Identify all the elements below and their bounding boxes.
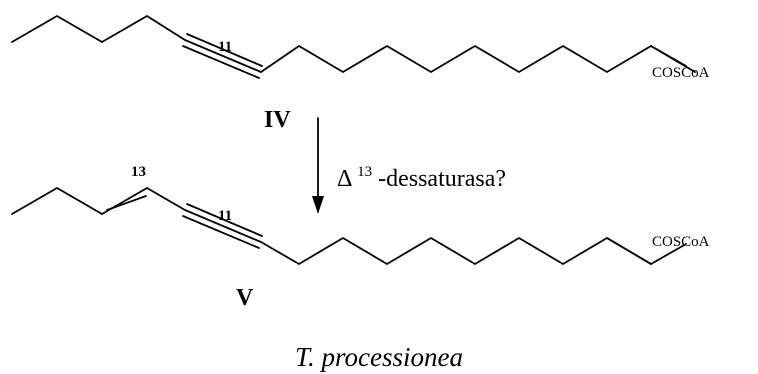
compound-iv-label: IV <box>264 107 291 133</box>
compound-iv-triple-bond <box>182 33 263 79</box>
compound-v-triple-bond <box>182 203 263 249</box>
compound-iv-locant-11: 11 <box>218 39 232 55</box>
reaction-arrow <box>312 117 324 214</box>
compound-iv-alkyl-chain-right <box>260 45 696 73</box>
compound-v-label: V <box>236 285 254 311</box>
compound-v-structure: 13 11 COSCoA <box>11 164 710 265</box>
compound-iv-alkyl-chain-left <box>11 15 186 43</box>
compound-v-locant-13: 13 <box>131 164 146 180</box>
compound-v-double-bond-line-2 <box>106 195 147 211</box>
compound-v-alkyl-chain-right <box>260 237 652 265</box>
enzyme-superscript: 13 <box>357 164 372 180</box>
compound-v-locant-11: 11 <box>218 208 232 224</box>
compound-v-ethyl-chain <box>11 187 103 215</box>
compound-v-end-bond <box>650 243 687 265</box>
compound-iv-terminal-bond <box>650 45 687 67</box>
compound-iv-end-group: COSCoA <box>652 65 710 81</box>
enzyme-label: Δ 13 -dessaturasa? <box>337 156 506 192</box>
compound-v-terminal-bond <box>606 237 652 265</box>
enzyme-name: -dessaturasa? <box>378 166 506 192</box>
compound-v-alkyne-link <box>146 187 186 211</box>
compound-v-end-group: COSCoA <box>652 234 710 250</box>
compound-iv-structure: 11 COSCoA <box>11 15 710 81</box>
enzyme-delta-symbol: Δ <box>337 166 352 192</box>
species-caption: T. processionea <box>295 342 463 372</box>
